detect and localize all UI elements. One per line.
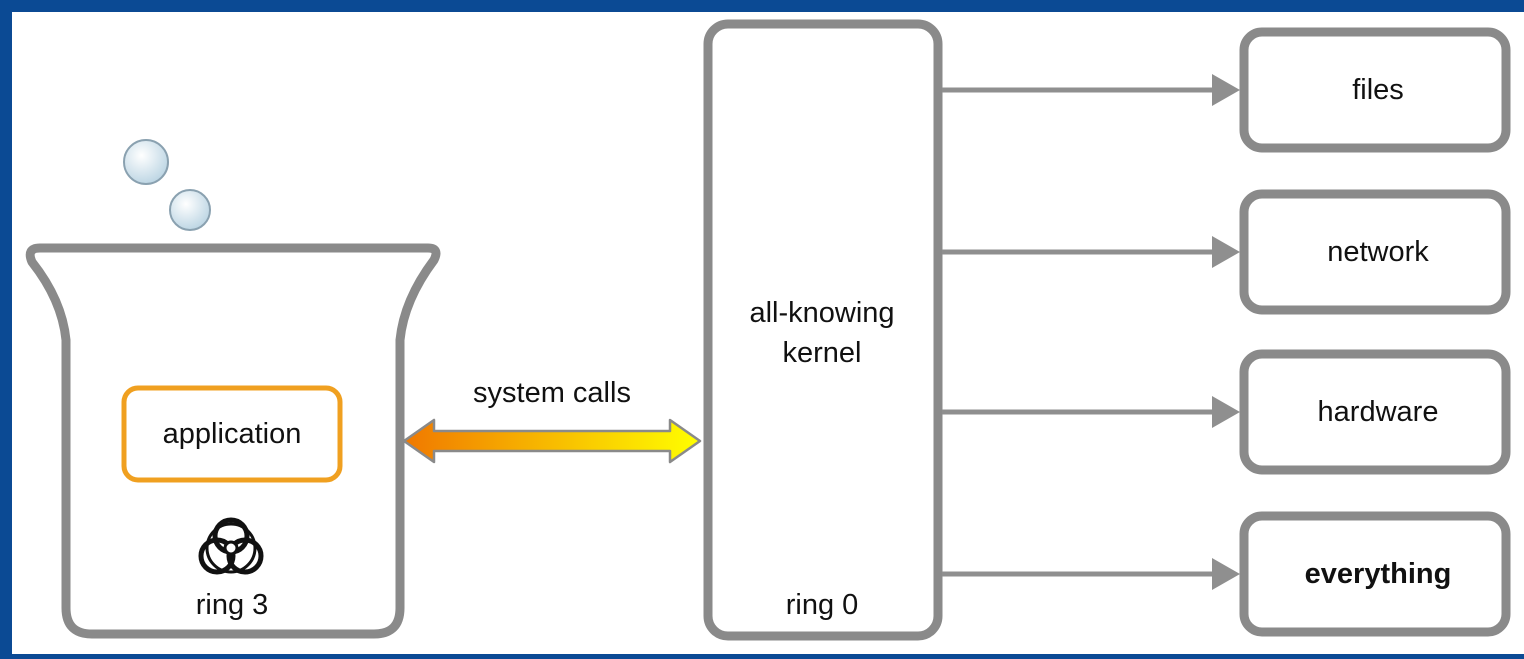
resource-box-everything — [1239, 511, 1511, 637]
arrow-head-network — [1212, 236, 1240, 268]
resource-boxes: files network hardware everything — [1239, 27, 1511, 637]
ring-3-label: ring 3 — [196, 589, 269, 621]
kernel-label-line1: all-knowing — [749, 297, 894, 329]
application-box — [121, 385, 343, 483]
resource-label-network: network — [1327, 236, 1429, 268]
biohazard-icon — [198, 517, 264, 575]
arrow-head-hardware — [1212, 396, 1240, 428]
resource-label-files: files — [1352, 74, 1404, 106]
bubble — [169, 189, 211, 231]
kernel-box — [703, 19, 943, 641]
frame-left-strip — [0, 0, 12, 654]
resource-box-network — [1239, 189, 1511, 315]
ring-0-label: ring 0 — [786, 589, 859, 621]
system-calls-arrow — [402, 418, 702, 464]
resource-label-everything: everything — [1305, 558, 1452, 590]
resource-label-hardware: hardware — [1318, 396, 1439, 428]
resource-arrows — [942, 74, 1240, 590]
kernel-label-line2: kernel — [783, 337, 862, 369]
frame-top-strip — [0, 0, 1524, 12]
system-calls-label: system calls — [473, 377, 631, 409]
resource-box-files — [1239, 27, 1511, 153]
resource-box-hardware — [1239, 349, 1511, 475]
bubble — [123, 139, 169, 185]
arrow-head-files — [1212, 74, 1240, 106]
application-label: application — [163, 418, 302, 450]
arrow-head-everything — [1212, 558, 1240, 590]
